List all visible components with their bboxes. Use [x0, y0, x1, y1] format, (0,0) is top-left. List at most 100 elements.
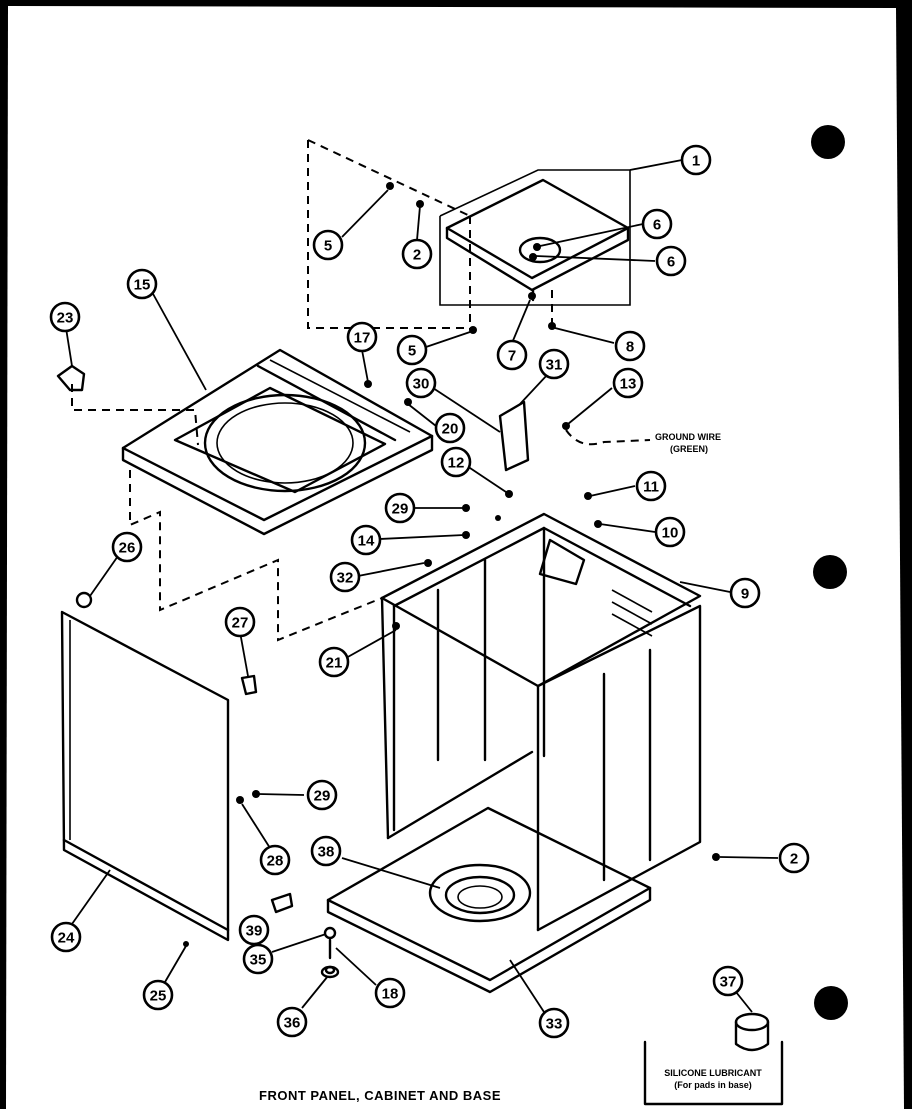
base	[320, 806, 652, 994]
callout-35: 35	[242, 943, 274, 975]
callout-label: 21	[326, 655, 343, 672]
callout-label: 2	[790, 851, 798, 868]
callout-6: 6	[641, 208, 673, 240]
callout-label: 37	[720, 974, 737, 991]
callout-label: 27	[232, 615, 249, 632]
bracket-part	[498, 400, 530, 472]
ground-wire-label: GROUND WIRE	[655, 432, 721, 442]
callout-label: 35	[250, 952, 267, 969]
callout-13: 13	[612, 367, 644, 399]
callout-29: 29	[306, 779, 338, 811]
cabinet-body	[380, 512, 702, 932]
callout-label: 9	[741, 586, 749, 603]
callout-label: 26	[119, 540, 136, 557]
callout-1: 1	[680, 144, 712, 176]
callout-label: 1	[692, 153, 700, 170]
callout-label: 2	[413, 247, 421, 264]
callout-23: 23	[49, 301, 81, 333]
callout-10: 10	[654, 516, 686, 548]
lubricant-label: SILICONE LUBRICANT	[664, 1068, 762, 1078]
binder-hole	[811, 125, 845, 159]
callout-20: 20	[434, 412, 466, 444]
top-lid-assembly	[439, 169, 631, 306]
callout-26: 26	[111, 531, 143, 563]
callout-24: 24	[50, 921, 82, 953]
binder-hole	[813, 555, 847, 589]
callout-label: 32	[337, 570, 354, 587]
callout-36: 36	[276, 1006, 308, 1038]
callout-label: 17	[354, 330, 371, 347]
callout-label: 13	[620, 376, 637, 393]
callout-2: 2	[778, 842, 810, 874]
callout-21: 21	[318, 646, 350, 678]
callout-17: 17	[346, 321, 378, 353]
callout-label: 33	[546, 1016, 563, 1033]
callout-33: 33	[538, 1007, 570, 1039]
diagram-caption: FRONT PANEL, CABINET AND BASE	[259, 1088, 501, 1103]
callout-37: 37	[712, 965, 744, 997]
callout-label: 20	[442, 421, 459, 438]
callout-11: 11	[635, 470, 667, 502]
cabinet-top	[121, 348, 434, 536]
callout-label: 25	[150, 988, 167, 1005]
callout-label: 11	[643, 479, 659, 496]
callout-25: 25	[142, 979, 174, 1011]
callout-label: 39	[246, 923, 263, 940]
callout-label: 10	[662, 525, 679, 542]
callout-label: 29	[392, 501, 409, 518]
lubricant-can	[734, 1012, 770, 1052]
callout-18: 18	[374, 977, 406, 1009]
binder-hole	[814, 986, 848, 1020]
callout-39: 39	[238, 914, 270, 946]
callout-label: 15	[134, 277, 151, 294]
callout-label: 5	[324, 238, 332, 255]
ground-wire-color: (GREEN)	[670, 444, 708, 454]
leader-lines	[65, 159, 779, 1013]
callout-label: 28	[267, 853, 284, 870]
callout-label: 29	[314, 788, 331, 805]
callout-9: 9	[729, 577, 761, 609]
callout-6: 6	[655, 245, 687, 277]
callout-label: 6	[667, 254, 675, 271]
callout-27: 27	[224, 606, 256, 638]
cabinet-top-dashed-guides	[71, 384, 383, 642]
callout-28: 28	[259, 844, 291, 876]
clip-part	[56, 364, 86, 392]
callout-8: 8	[614, 330, 646, 362]
callout-30: 30	[405, 367, 437, 399]
callout-label: 14	[358, 533, 375, 550]
callout-label: 7	[508, 348, 516, 365]
callout-label: 5	[408, 343, 416, 360]
ground-wire	[565, 429, 651, 446]
callout-5: 5	[396, 334, 428, 366]
front-panel	[60, 591, 294, 947]
lubricant-note: (For pads in base)	[674, 1080, 752, 1090]
callout-14: 14	[350, 524, 382, 556]
callout-label: 18	[382, 986, 399, 1003]
paper	[6, 6, 904, 1109]
callout-label: 30	[413, 376, 430, 393]
small-hardware	[364, 182, 720, 861]
callout-2: 2	[401, 238, 433, 270]
callout-31: 31	[538, 348, 570, 380]
callout-38: 38	[310, 835, 342, 867]
lubricant-box	[643, 1040, 784, 1106]
callout-5: 5	[312, 229, 344, 261]
callout-12: 12	[440, 446, 472, 478]
callout-label: 6	[653, 217, 661, 234]
callout-label: 8	[626, 339, 634, 356]
callout-label: 38	[318, 844, 335, 861]
callout-label: 23	[57, 310, 74, 327]
lid-dashed-guides	[307, 139, 553, 330]
callout-label: 12	[448, 455, 465, 472]
callout-label: 31	[546, 357, 563, 374]
callout-29: 29	[384, 492, 416, 524]
callout-7: 7	[496, 339, 528, 371]
callout-15: 15	[126, 268, 158, 300]
callout-label: 24	[58, 930, 75, 947]
callout-32: 32	[329, 561, 361, 593]
callout-label: 36	[284, 1015, 301, 1032]
